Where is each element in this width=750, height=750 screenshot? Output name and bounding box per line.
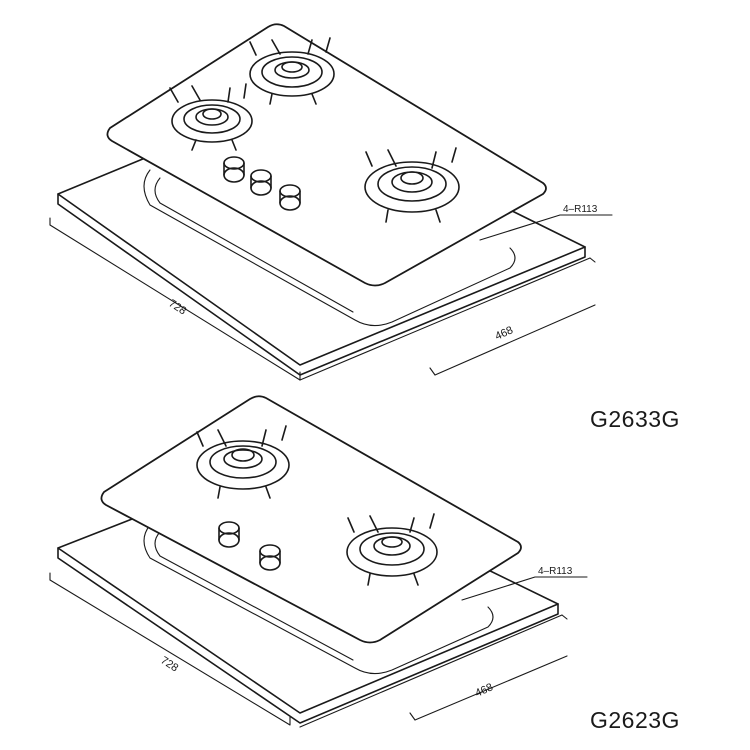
control-knob-1 [223,156,245,183]
burner-right-front [346,513,438,586]
cutout-basin [143,524,494,675]
dimension-lines [49,217,596,381]
corner-note-leader [479,214,613,241]
control-knob-3 [279,184,301,211]
depth-dimension-label: 468 [493,324,515,342]
burner-center-rear [249,37,335,105]
dimension-lines [49,572,568,728]
burner-left-rear [169,83,253,151]
depth-dimension-label: 468 [473,681,495,699]
burner-right-front [364,147,460,223]
glass-top-panel [106,23,547,287]
width-dimension-label: 728 [166,297,188,317]
control-knob-2 [259,544,281,571]
burner-left-rear [196,425,290,499]
glass-top-panel [100,395,522,644]
corner-radius-note: 4–R113 [563,204,598,215]
corner-note-leader [461,576,588,601]
width-dimension-label: 728 [158,654,180,674]
model-label-bottom: G2623G [590,707,680,733]
hob-drawing-top: 728 468 4–R113 [49,23,613,381]
corner-radius-note: 4–R113 [538,566,573,577]
control-knob-1 [218,521,240,548]
countertop-slab [57,155,586,376]
cutout-basin [143,169,516,327]
hob-drawing-bottom: 728 468 4–R113 [49,395,588,728]
control-knob-2 [250,169,272,196]
model-label-top: G2633G [590,406,680,432]
